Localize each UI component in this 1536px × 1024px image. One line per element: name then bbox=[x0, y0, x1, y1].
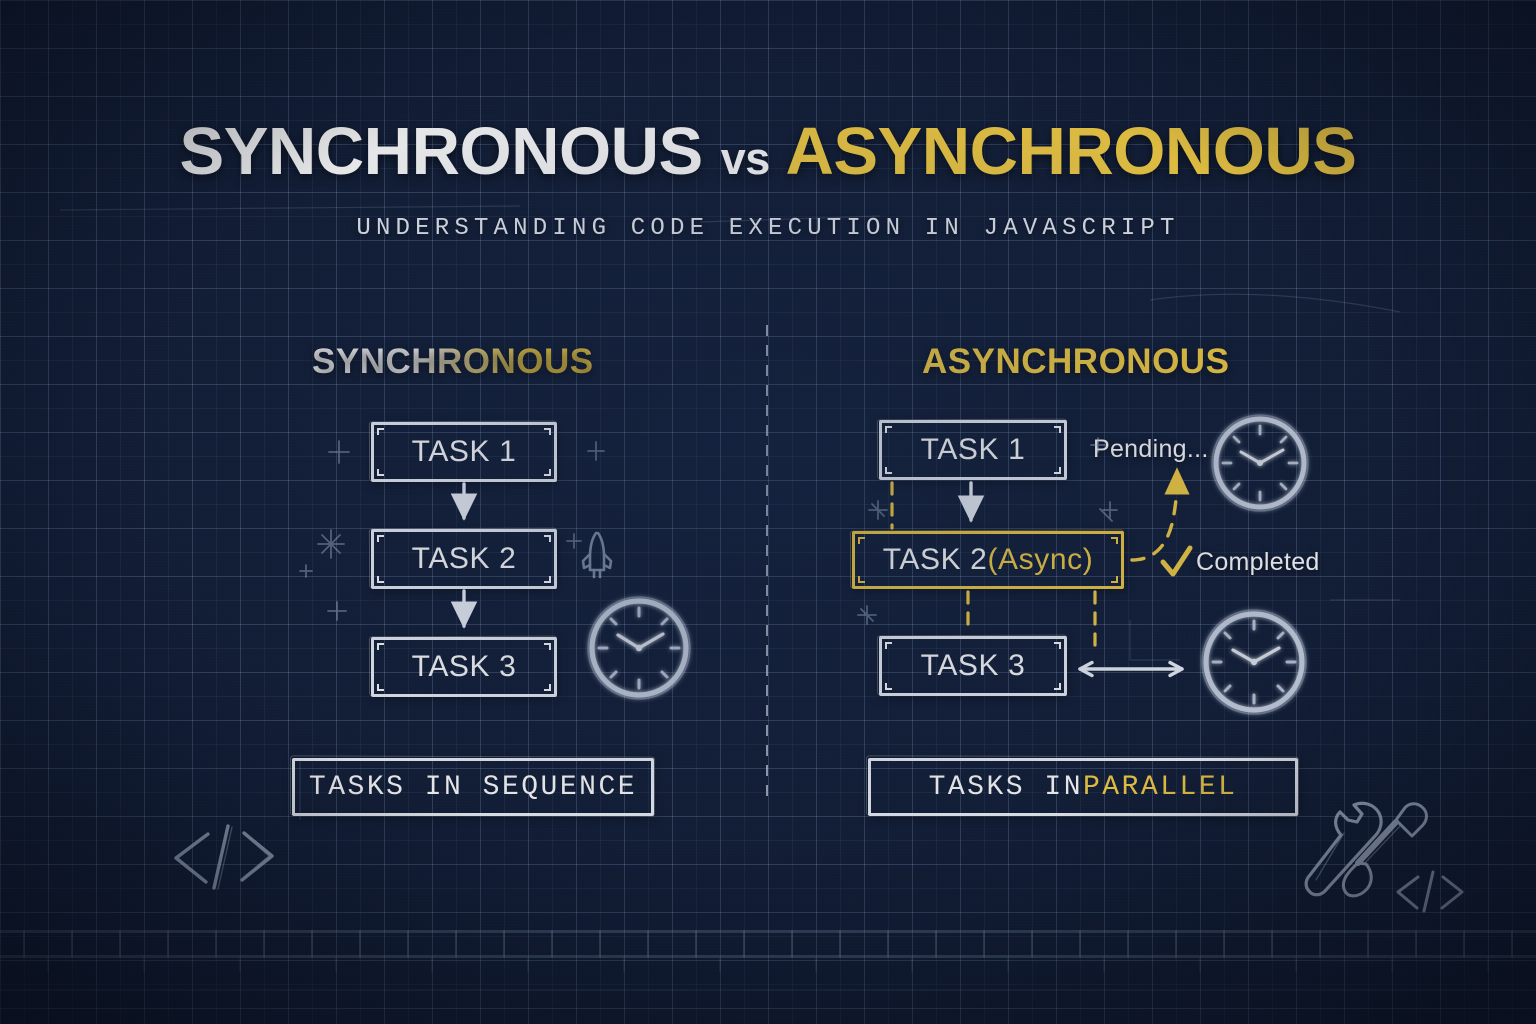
code-brackets-icon-right bbox=[1396, 870, 1464, 913]
clock-icon-sync bbox=[587, 596, 691, 700]
clock-icon-async-bottom bbox=[1201, 609, 1307, 715]
async-task-2-label: TASK 2 bbox=[882, 543, 988, 576]
completed-label: Completed bbox=[1196, 548, 1320, 576]
async-task-3-box: TASK 3 bbox=[876, 634, 1068, 696]
title-asynchronous: ASYNCHRONOUS bbox=[785, 114, 1357, 189]
page-title: SYNCHRONOUS vs ASYNCHRONOUS bbox=[0, 118, 1536, 185]
rocket-icon bbox=[581, 531, 613, 579]
sync-task-1-box: TASK 1 bbox=[368, 420, 558, 482]
sync-task-3-label: TASK 3 bbox=[411, 650, 517, 683]
async-banner: TASKS IN PARALLEL bbox=[865, 755, 1300, 817]
sync-task-3-box: TASK 3 bbox=[368, 635, 558, 697]
title-synchronous: SYNCHRONOUS bbox=[179, 114, 704, 189]
ruler-strip bbox=[0, 930, 1536, 991]
header: SYNCHRONOUS vs ASYNCHRONOUS UNDERSTANDIN… bbox=[0, 118, 1536, 242]
async-task-1-label: TASK 1 bbox=[920, 433, 1026, 466]
page-subtitle: UNDERSTANDING CODE EXECUTION IN JAVASCRI… bbox=[356, 215, 1180, 242]
sync-banner: TASKS IN SEQUENCE bbox=[289, 755, 656, 817]
sync-task-1-label: TASK 1 bbox=[411, 435, 517, 468]
sync-task-2-box: TASK 2 bbox=[368, 527, 558, 589]
clock-icon-async-top bbox=[1211, 414, 1309, 512]
title-vs: vs bbox=[720, 133, 771, 184]
async-banner-prefix: TASKS IN bbox=[928, 771, 1083, 803]
sync-task-2-label: TASK 2 bbox=[411, 542, 517, 575]
async-task-2-accent: (Async) bbox=[987, 543, 1094, 576]
column-heading-asynchronous: ASYNCHRONOUS bbox=[922, 342, 1230, 381]
pending-label: Pending... bbox=[1093, 435, 1209, 463]
sync-banner-label: TASKS IN SEQUENCE bbox=[308, 771, 638, 803]
async-task-3-label: TASK 3 bbox=[920, 649, 1026, 682]
async-task3-clock-arrow bbox=[1078, 660, 1184, 678]
column-heading-synchronous: SYNCHRONOUS bbox=[312, 342, 594, 381]
construction-marks bbox=[59, 205, 1401, 820]
code-brackets-icon-left bbox=[174, 824, 274, 890]
async-banner-accent: PARALLEL bbox=[1083, 771, 1238, 803]
check-mark-icon bbox=[1160, 545, 1193, 577]
screwdriver-icon bbox=[1341, 802, 1428, 898]
async-task-2-box: TASK 2 (Async) bbox=[849, 529, 1125, 589]
wrench-icon bbox=[1304, 801, 1383, 897]
async-task-1-box: TASK 1 bbox=[876, 418, 1068, 480]
pending-curve-arrow bbox=[1130, 467, 1190, 562]
column-divider bbox=[766, 325, 768, 805]
